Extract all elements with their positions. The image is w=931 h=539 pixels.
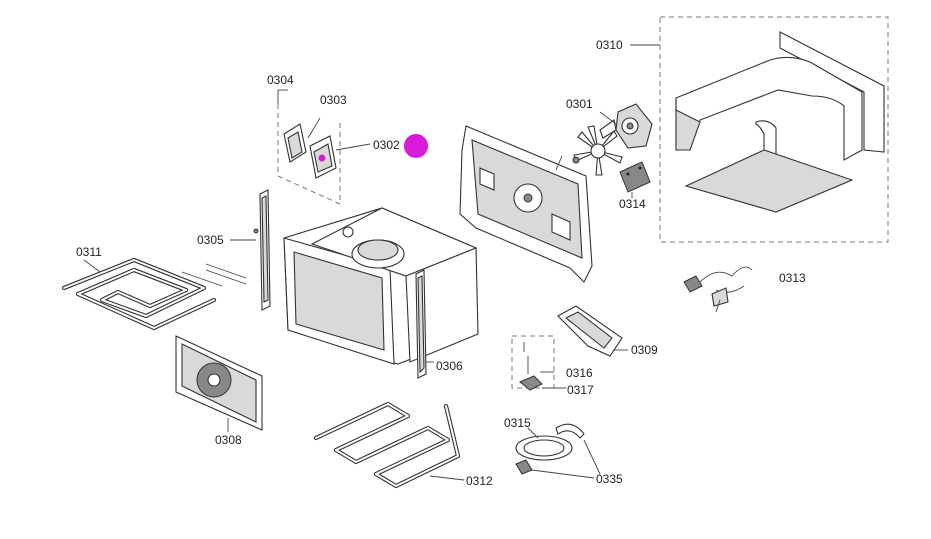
label-0309: 0309	[631, 343, 658, 357]
label-0302: 0302	[373, 138, 400, 152]
label-0312: 0312	[466, 474, 493, 488]
part-0304-group[interactable]	[277, 89, 341, 205]
label-0310: 0310	[596, 38, 623, 52]
part-0335-clamp[interactable]	[515, 423, 601, 479]
part-0317-clip[interactable]	[519, 375, 566, 391]
label-0335: 0335	[596, 472, 623, 486]
oven-cavity[interactable]	[283, 207, 479, 365]
part-0312-lower-element[interactable]	[313, 401, 465, 489]
part-0316-screw-set[interactable]	[511, 335, 555, 389]
part-0310-outer-casing[interactable]	[630, 16, 889, 243]
label-0303: 0303	[320, 93, 347, 107]
label-0306: 0306	[436, 359, 463, 373]
part-0308-fan-cover[interactable]	[175, 335, 263, 432]
label-0317: 0317	[567, 383, 594, 397]
shelf-support-rods	[181, 263, 247, 287]
part-0306-side-rail[interactable]	[415, 269, 434, 379]
label-0304: 0304	[267, 73, 294, 87]
part-0313-cable-harness[interactable]	[683, 266, 753, 313]
part-0311-grill-element[interactable]	[61, 257, 217, 331]
label-0313: 0313	[779, 271, 806, 285]
label-0314: 0314	[619, 197, 646, 211]
label-0301: 0301	[566, 97, 593, 111]
part-0315-gasket-ring[interactable]	[515, 427, 573, 461]
part-0303-hinge-cover[interactable]	[283, 117, 321, 163]
part-0301-fan-motor[interactable]	[572, 103, 653, 176]
label-0308: 0308	[215, 433, 242, 447]
part-0314-bracket-plate[interactable]	[619, 161, 651, 198]
part-0305-side-rail[interactable]	[230, 189, 271, 311]
highlight-marker-small	[318, 154, 326, 162]
highlight-marker-large	[404, 134, 428, 158]
label-0311: 0311	[76, 245, 102, 259]
part-0309-lamp-housing[interactable]	[557, 305, 628, 357]
label-0316: 0316	[566, 366, 593, 380]
oven-back-panel[interactable]	[459, 125, 593, 283]
label-0305: 0305	[197, 233, 224, 247]
label-0315: 0315	[504, 416, 531, 430]
